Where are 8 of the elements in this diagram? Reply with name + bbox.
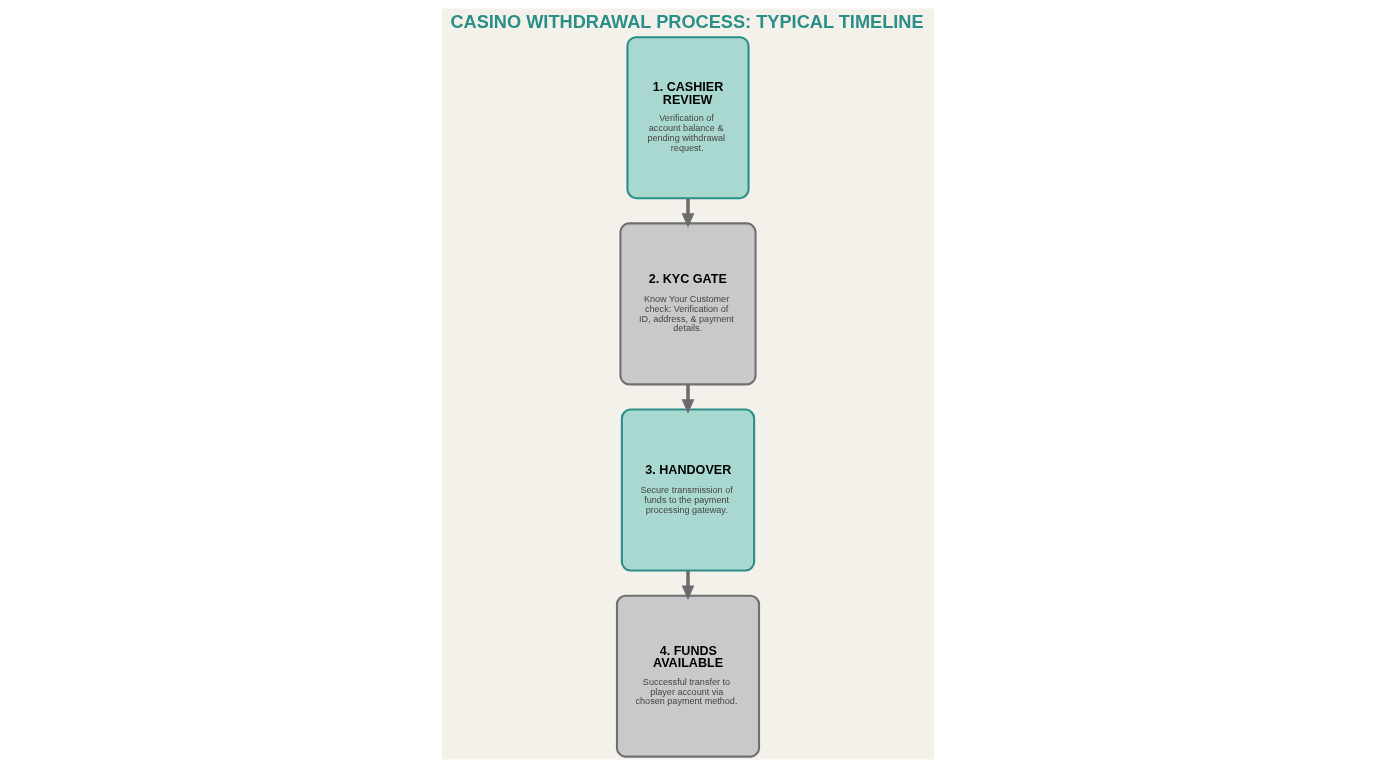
node-box: 1. CASHIER REVIEW Verification of account balance & pending withdrawal request. <box>626 36 750 200</box>
node-box: 3. HANDOVER Secure transmission of funds to the payment processing gateway. <box>620 408 756 572</box>
arrow <box>681 198 695 228</box>
node-box: 4. FUNDS AVAILABLE Successful transfer to player account via chosen payment method. <box>615 594 761 758</box>
node-box: 2. KYC GATE Know Your Customer check: Verification of ID, address, & payment details. <box>619 222 757 386</box>
arrow <box>681 570 695 601</box>
arrow <box>681 384 695 414</box>
diagram-title: CASINO WITHDRAWAL PROCESS: TYPICAL TIMELINE <box>450 11 924 32</box>
